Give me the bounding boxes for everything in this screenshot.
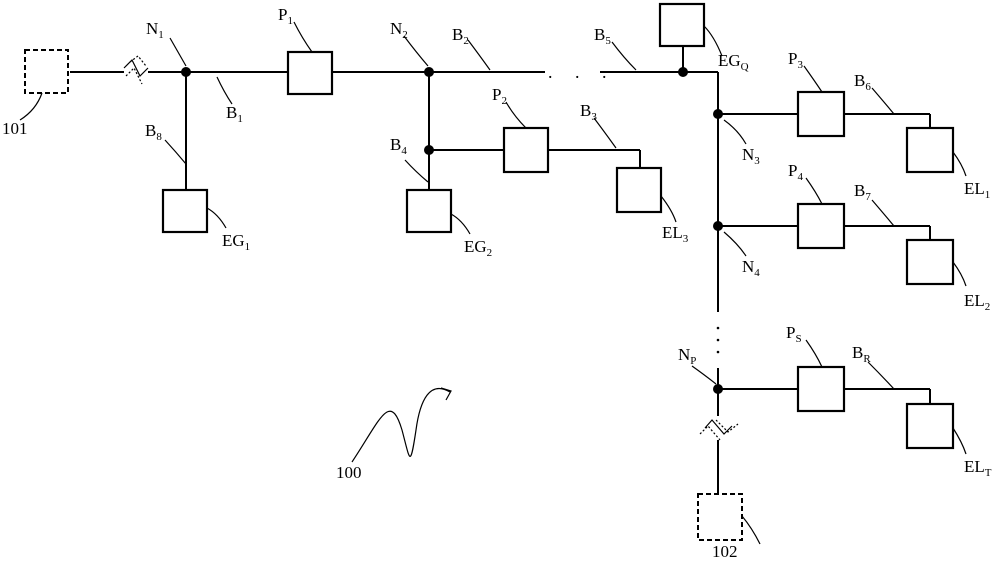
label-p3: P3 bbox=[788, 49, 803, 71]
label-reference-100: 100 bbox=[336, 463, 362, 482]
generator-egq-box bbox=[658, 2, 706, 48]
node-egq-junction-dot bbox=[678, 67, 688, 77]
break-symbol-bottom bbox=[699, 419, 739, 441]
label-b3: B3 bbox=[580, 101, 597, 123]
label-br: BR bbox=[852, 343, 871, 365]
load-elt-box bbox=[905, 402, 955, 450]
label-egq: EGQ bbox=[718, 51, 749, 73]
label-n1: N1 bbox=[146, 19, 164, 41]
sink-terminal-box bbox=[697, 493, 743, 541]
label-eg2: EG2 bbox=[464, 237, 492, 259]
load-el1-box bbox=[905, 126, 955, 174]
label-b6: B6 bbox=[854, 71, 871, 93]
generator-eg1-box bbox=[161, 188, 209, 234]
label-b4: B4 bbox=[390, 135, 407, 157]
processor-ps-box bbox=[796, 365, 846, 413]
node-n2-dot bbox=[424, 67, 434, 77]
label-ps: PS bbox=[786, 323, 802, 345]
processor-p2-box bbox=[502, 126, 550, 174]
load-el3-box bbox=[615, 166, 663, 214]
label-el3: EL3 bbox=[662, 223, 689, 245]
label-terminal-102: 102 bbox=[712, 542, 738, 561]
node-n1-dot bbox=[181, 67, 191, 77]
label-p1: P1 bbox=[278, 5, 293, 27]
load-el2-box bbox=[905, 238, 955, 286]
label-el1: EL1 bbox=[964, 179, 990, 201]
label-terminal-101: 101 bbox=[2, 119, 28, 138]
source-terminal-box bbox=[24, 49, 69, 94]
processor-p4-box bbox=[796, 202, 846, 250]
label-p4: P4 bbox=[788, 161, 803, 183]
node-np-dot bbox=[713, 384, 723, 394]
label-np: NP bbox=[678, 345, 696, 367]
label-b2: B2 bbox=[452, 25, 469, 47]
bus-ellipsis-horizontal: . . . bbox=[548, 62, 616, 82]
label-elt: ELT bbox=[964, 457, 992, 479]
node-b4-junction-dot bbox=[424, 145, 434, 155]
label-n3: N3 bbox=[742, 145, 760, 167]
processor-p1-box bbox=[286, 50, 334, 96]
bus-ellipsis-vertical bbox=[716, 326, 720, 354]
label-b7: B7 bbox=[854, 181, 871, 203]
node-n4-dot bbox=[713, 221, 723, 231]
label-p2: P2 bbox=[492, 85, 507, 107]
node-n3-dot bbox=[713, 109, 723, 119]
label-b5: B5 bbox=[594, 25, 611, 47]
label-n4: N4 bbox=[742, 257, 760, 279]
label-el2: EL2 bbox=[964, 291, 990, 313]
processor-p3-box bbox=[796, 90, 846, 138]
label-b8: B8 bbox=[145, 121, 162, 143]
label-b1: B1 bbox=[226, 103, 243, 125]
leader-lines bbox=[19, 21, 967, 545]
break-symbol-left bbox=[123, 55, 149, 85]
generator-eg2-box bbox=[405, 188, 453, 234]
label-n2: N2 bbox=[390, 19, 408, 41]
label-eg1: EG1 bbox=[222, 231, 250, 253]
reference-squiggle-arrow bbox=[351, 387, 452, 463]
